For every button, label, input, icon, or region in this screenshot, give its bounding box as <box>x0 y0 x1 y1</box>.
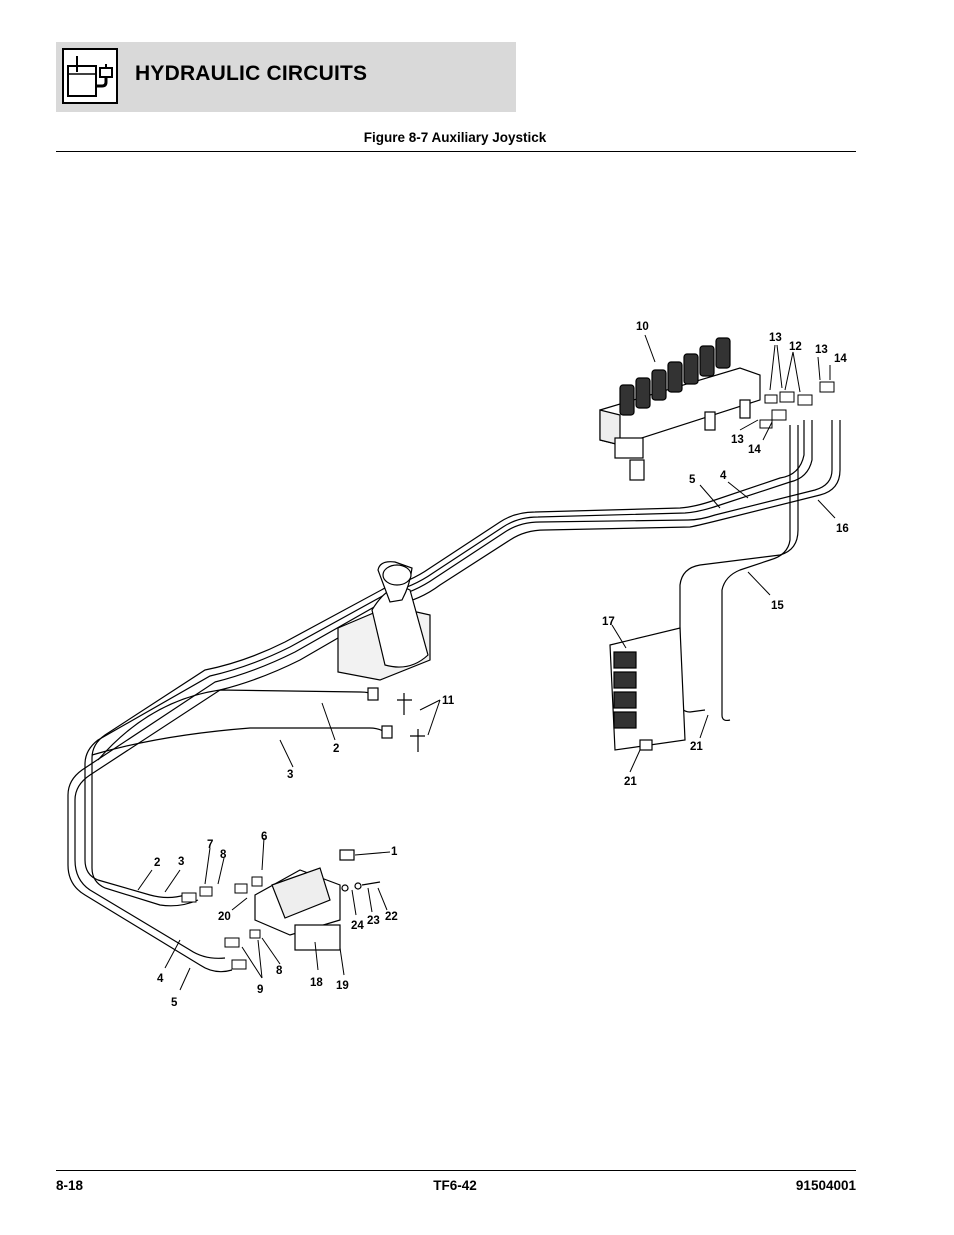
callout-4b: 4 <box>157 973 164 985</box>
callout-12: 12 <box>789 341 802 353</box>
valve-bank <box>599 337 761 481</box>
hose-routing <box>67 420 841 973</box>
callout-1: 1 <box>391 846 398 858</box>
callout-24: 24 <box>351 920 364 932</box>
callout-7: 7 <box>207 839 213 851</box>
callout-13c: 13 <box>731 434 744 446</box>
document-number: 91504001 <box>795 1178 856 1193</box>
section-header-band <box>56 42 516 112</box>
callout-8a: 8 <box>220 849 227 861</box>
control-valve <box>609 627 686 751</box>
callout-2a: 2 <box>333 743 339 755</box>
header-rule <box>56 151 856 152</box>
callout-labels: 10 13 12 13 14 13 14 5 4 16 15 17 11 2 3… <box>154 321 849 1009</box>
callout-13b: 13 <box>815 344 828 356</box>
callout-18: 18 <box>310 977 323 989</box>
figure-caption: Figure 8-7 Auxiliary Joystick <box>363 130 547 145</box>
callout-21b: 21 <box>624 776 637 788</box>
callout-14b: 14 <box>748 444 761 456</box>
callout-9: 9 <box>257 984 263 996</box>
callout-11: 11 <box>442 695 455 707</box>
hydraulic-circuit-icon <box>62 48 118 104</box>
callout-10: 10 <box>636 321 649 333</box>
page-number: 8-18 <box>56 1178 84 1193</box>
callout-13a: 13 <box>769 332 782 344</box>
callout-8b: 8 <box>276 965 283 977</box>
callout-20: 20 <box>218 911 231 923</box>
callout-19: 19 <box>336 980 349 992</box>
valve-fittings <box>759 381 835 429</box>
lower-fittings <box>181 876 263 970</box>
callout-5a: 5 <box>689 474 696 486</box>
model-number: TF6-42 <box>433 1178 477 1193</box>
callout-3b: 3 <box>178 856 184 868</box>
callout-16: 16 <box>836 523 849 535</box>
callout-4a: 4 <box>720 470 727 482</box>
callout-17: 17 <box>602 616 615 628</box>
callout-6: 6 <box>261 831 267 843</box>
callout-5b: 5 <box>171 997 178 1009</box>
joystick-assembly <box>337 561 431 752</box>
joystick-bracket <box>254 849 381 951</box>
callout-3a: 3 <box>287 769 293 781</box>
leader-lines <box>137 334 836 991</box>
callout-2b: 2 <box>154 857 160 869</box>
callout-14a: 14 <box>834 353 847 365</box>
callout-21a: 21 <box>690 741 703 753</box>
valve-actuators <box>619 337 731 416</box>
footer-rule <box>56 1170 856 1171</box>
section-title: HYDRAULIC CIRCUITS <box>135 62 368 85</box>
callout-15: 15 <box>771 600 784 612</box>
callout-23: 23 <box>367 915 380 927</box>
callout-22: 22 <box>385 911 398 923</box>
